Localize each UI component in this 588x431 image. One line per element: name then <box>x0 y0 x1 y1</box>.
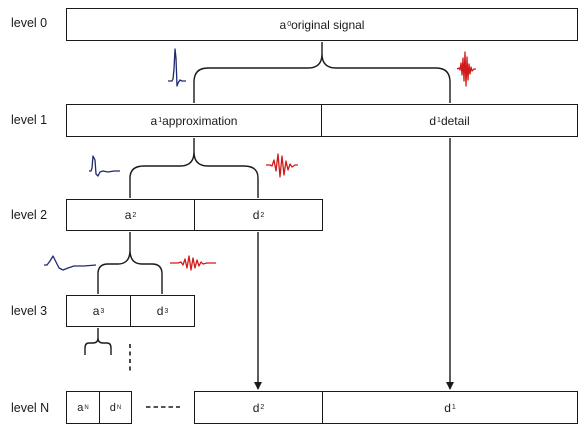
detail-label: detail <box>440 113 470 128</box>
original-signal-label: original signal <box>291 17 365 32</box>
level-2-label: level 2 <box>11 208 48 222</box>
an-subscript: N <box>84 404 89 411</box>
level-n-d1-symbol: d <box>444 400 451 415</box>
a3-subscript: 3 <box>100 307 105 315</box>
a0-subscript: 0 <box>287 21 292 28</box>
level-n-d2-symbol: d <box>252 400 260 415</box>
level-1-label: level 1 <box>11 113 48 127</box>
approximation-wavelet-icon-level-1 <box>168 48 186 87</box>
d3-symbol: d <box>156 304 164 318</box>
level-n-d2-subscript: 2 <box>260 404 265 411</box>
brace-level-2-to-3 <box>97 232 163 294</box>
a3-symbol: a <box>92 304 100 318</box>
detail-wavelet-icon-level-3 <box>170 255 216 271</box>
a2-symbol: a <box>124 208 132 222</box>
level-n-d1-subscript: 1 <box>451 404 456 411</box>
d2-symbol: d <box>252 208 260 222</box>
brace-level-1-to-2 <box>129 138 259 198</box>
brace-level-0-to-1 <box>193 42 451 103</box>
d1-subscript: 1 <box>437 117 441 124</box>
detail-wavelet-icon-level-1 <box>456 51 476 87</box>
approximation-wavelet-icon-level-3 <box>44 255 97 271</box>
detail-wavelet-icon-level-2 <box>266 153 298 178</box>
a1-symbol: a <box>150 113 158 128</box>
a1-subscript: 1 <box>158 117 163 124</box>
approximation-label: approximation <box>162 113 238 128</box>
approximation-wavelet-icon-level-2 <box>89 155 120 177</box>
brace-level-3-small <box>84 328 112 355</box>
d3-subscript: 3 <box>164 307 169 315</box>
dn-symbol: d <box>109 401 116 414</box>
an-symbol: a <box>77 401 84 414</box>
level-n-label: level N <box>11 401 50 415</box>
level-3-label: level 3 <box>11 304 48 318</box>
dn-subscript: N <box>116 404 122 411</box>
a2-subscript: 2 <box>132 211 137 219</box>
d2-subscript: 2 <box>260 211 265 219</box>
a0-symbol: a <box>279 17 287 32</box>
level-0-label: level 0 <box>11 16 48 30</box>
d1-symbol: d <box>429 113 437 128</box>
